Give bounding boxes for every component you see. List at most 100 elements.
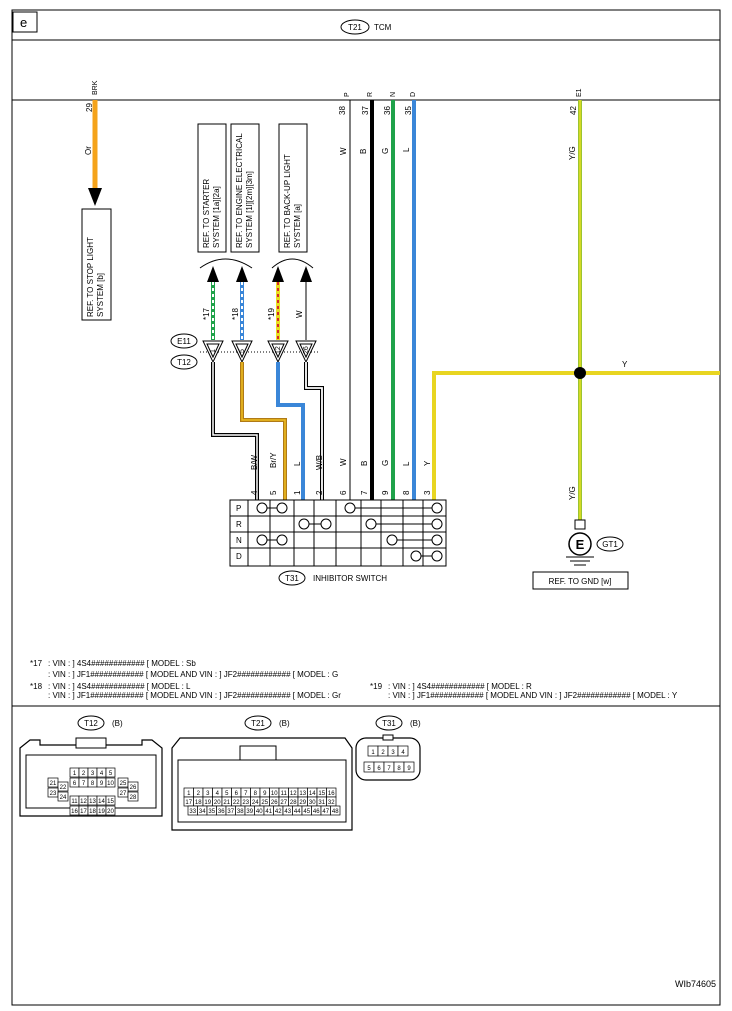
- cavity: [105, 767, 116, 778]
- cavity-number: 6: [377, 766, 381, 772]
- cavity-number: 12: [80, 799, 87, 805]
- cavity-number: 2: [381, 750, 385, 756]
- cavity-number: 39: [246, 809, 253, 815]
- note-mark: *19: [267, 307, 276, 320]
- cavity-number: 44: [294, 809, 301, 815]
- cavity-number: 15: [318, 791, 325, 797]
- cavity-number: 41: [265, 809, 272, 815]
- gt1-oval: [596, 536, 624, 552]
- tcm-signal: E1: [576, 88, 583, 97]
- splice-point: [574, 367, 586, 379]
- cavity-number: 30: [309, 800, 316, 806]
- cavity: [57, 781, 69, 792]
- cavity-number: 1: [187, 791, 191, 797]
- cavity-number: 16: [328, 791, 335, 797]
- ref-starter-box: [197, 123, 227, 253]
- mid-pin: 26: [303, 346, 310, 354]
- cavity-number: 4: [100, 771, 104, 777]
- cavity-number: 10: [107, 781, 114, 787]
- cavity-number: 3: [391, 750, 395, 756]
- arrow-up: [236, 266, 248, 282]
- cavity-number: 23: [242, 800, 249, 806]
- tcm-pin: 29: [85, 103, 94, 112]
- cavity-number: 15: [107, 799, 114, 805]
- cavity-number: 22: [233, 800, 240, 806]
- svg-text:(B): (B): [410, 719, 421, 728]
- cavity-number: 5: [367, 766, 371, 772]
- cavity-number: 7: [82, 781, 86, 787]
- cavity-number: 36: [218, 809, 225, 815]
- tcm-label: TCM: [374, 23, 392, 32]
- arrow-up: [272, 266, 284, 282]
- tcm-signal: D: [410, 92, 417, 97]
- tcm-pin: 37: [361, 106, 370, 115]
- svg-text:T21: T21: [251, 719, 265, 728]
- cavity-number: 8: [397, 766, 401, 772]
- cavity-number: 19: [204, 800, 211, 806]
- cavity-number: 10: [271, 791, 278, 797]
- svg-text:3: 3: [423, 490, 432, 495]
- position-label: D: [236, 552, 242, 561]
- ground-symbol: E: [576, 537, 585, 552]
- cavity-number: 40: [256, 809, 263, 815]
- page-tag: e: [20, 15, 27, 30]
- cavity: [105, 805, 116, 816]
- tcm-signal: BRK: [92, 80, 99, 95]
- wire-color-label: W: [295, 310, 304, 318]
- svg-text:1: 1: [293, 490, 302, 495]
- notes: *17 : VIN : ] 4S4############ [ MODEL : …: [30, 659, 678, 700]
- ref-engine-2: SYSTEM [1l][2m][3m]: [245, 171, 254, 248]
- wire-bw: [211, 362, 259, 500]
- figure-code: WIb74605: [675, 979, 716, 989]
- cavity-number: 8: [91, 781, 95, 787]
- cavity-number: 31: [318, 800, 325, 806]
- wire-l: [276, 362, 305, 500]
- cavity: [127, 781, 139, 792]
- ground-circle: [568, 532, 592, 556]
- cavity-number: 24: [60, 795, 67, 801]
- svg-text:T31: T31: [382, 719, 396, 728]
- cavity-number: 21: [223, 800, 230, 806]
- cavity-number: 46: [313, 809, 320, 815]
- note-text: : VIN : ] 4S4############ [ MODEL : Sb: [48, 659, 196, 668]
- note-text: : VIN : ] JF1############ [ MODEL AND VI…: [388, 691, 678, 700]
- tcm-pin: 42: [569, 106, 578, 115]
- cavity-number: 1: [73, 771, 77, 777]
- t31-oval: [278, 570, 306, 586]
- cavity-number: 4: [401, 750, 405, 756]
- ref-engine-box: [230, 123, 260, 253]
- svg-text:W/B: W/B: [315, 455, 324, 470]
- cavity-number: 26: [271, 800, 278, 806]
- cavity: [403, 761, 415, 773]
- svg-text:9: 9: [381, 490, 390, 495]
- cavity-number: 29: [299, 800, 306, 806]
- svg-text:B: B: [360, 461, 369, 466]
- cavity-number: 8: [254, 791, 258, 797]
- cavity-number: 25: [120, 781, 127, 787]
- cavity-number: 5: [225, 791, 229, 797]
- cavity-number: 27: [120, 791, 127, 797]
- cavity: [397, 745, 409, 757]
- ref-starter: REF. TO STARTER: [202, 179, 211, 248]
- mid-pin: 1: [210, 349, 217, 353]
- ref-backup-box: [278, 123, 308, 253]
- note-mark: *17: [30, 659, 43, 668]
- cavity-number: 2: [82, 771, 86, 777]
- cavity: [105, 777, 116, 788]
- switch-wire-colors: B/W Br/Y L W/B W B G L Y: [250, 452, 432, 470]
- cavity-number: 23: [50, 791, 57, 797]
- connector-t12: T12: [177, 358, 191, 367]
- cavity-number: 6: [73, 781, 77, 787]
- ground-terminal: [574, 519, 586, 530]
- tcm-pin: 38: [338, 106, 347, 115]
- switch-pins: 4 5 1 2 6 7 9 8 3: [250, 490, 432, 495]
- svg-text:6: 6: [339, 490, 348, 495]
- cavity-number: 2: [197, 791, 201, 797]
- tcm-connector-id: T21: [348, 23, 362, 32]
- ref-backup: REF. TO BACK-UP LIGHT: [283, 154, 292, 248]
- cavity: [105, 795, 116, 806]
- cavity-number: 22: [60, 785, 67, 791]
- svg-text:8: 8: [402, 490, 411, 495]
